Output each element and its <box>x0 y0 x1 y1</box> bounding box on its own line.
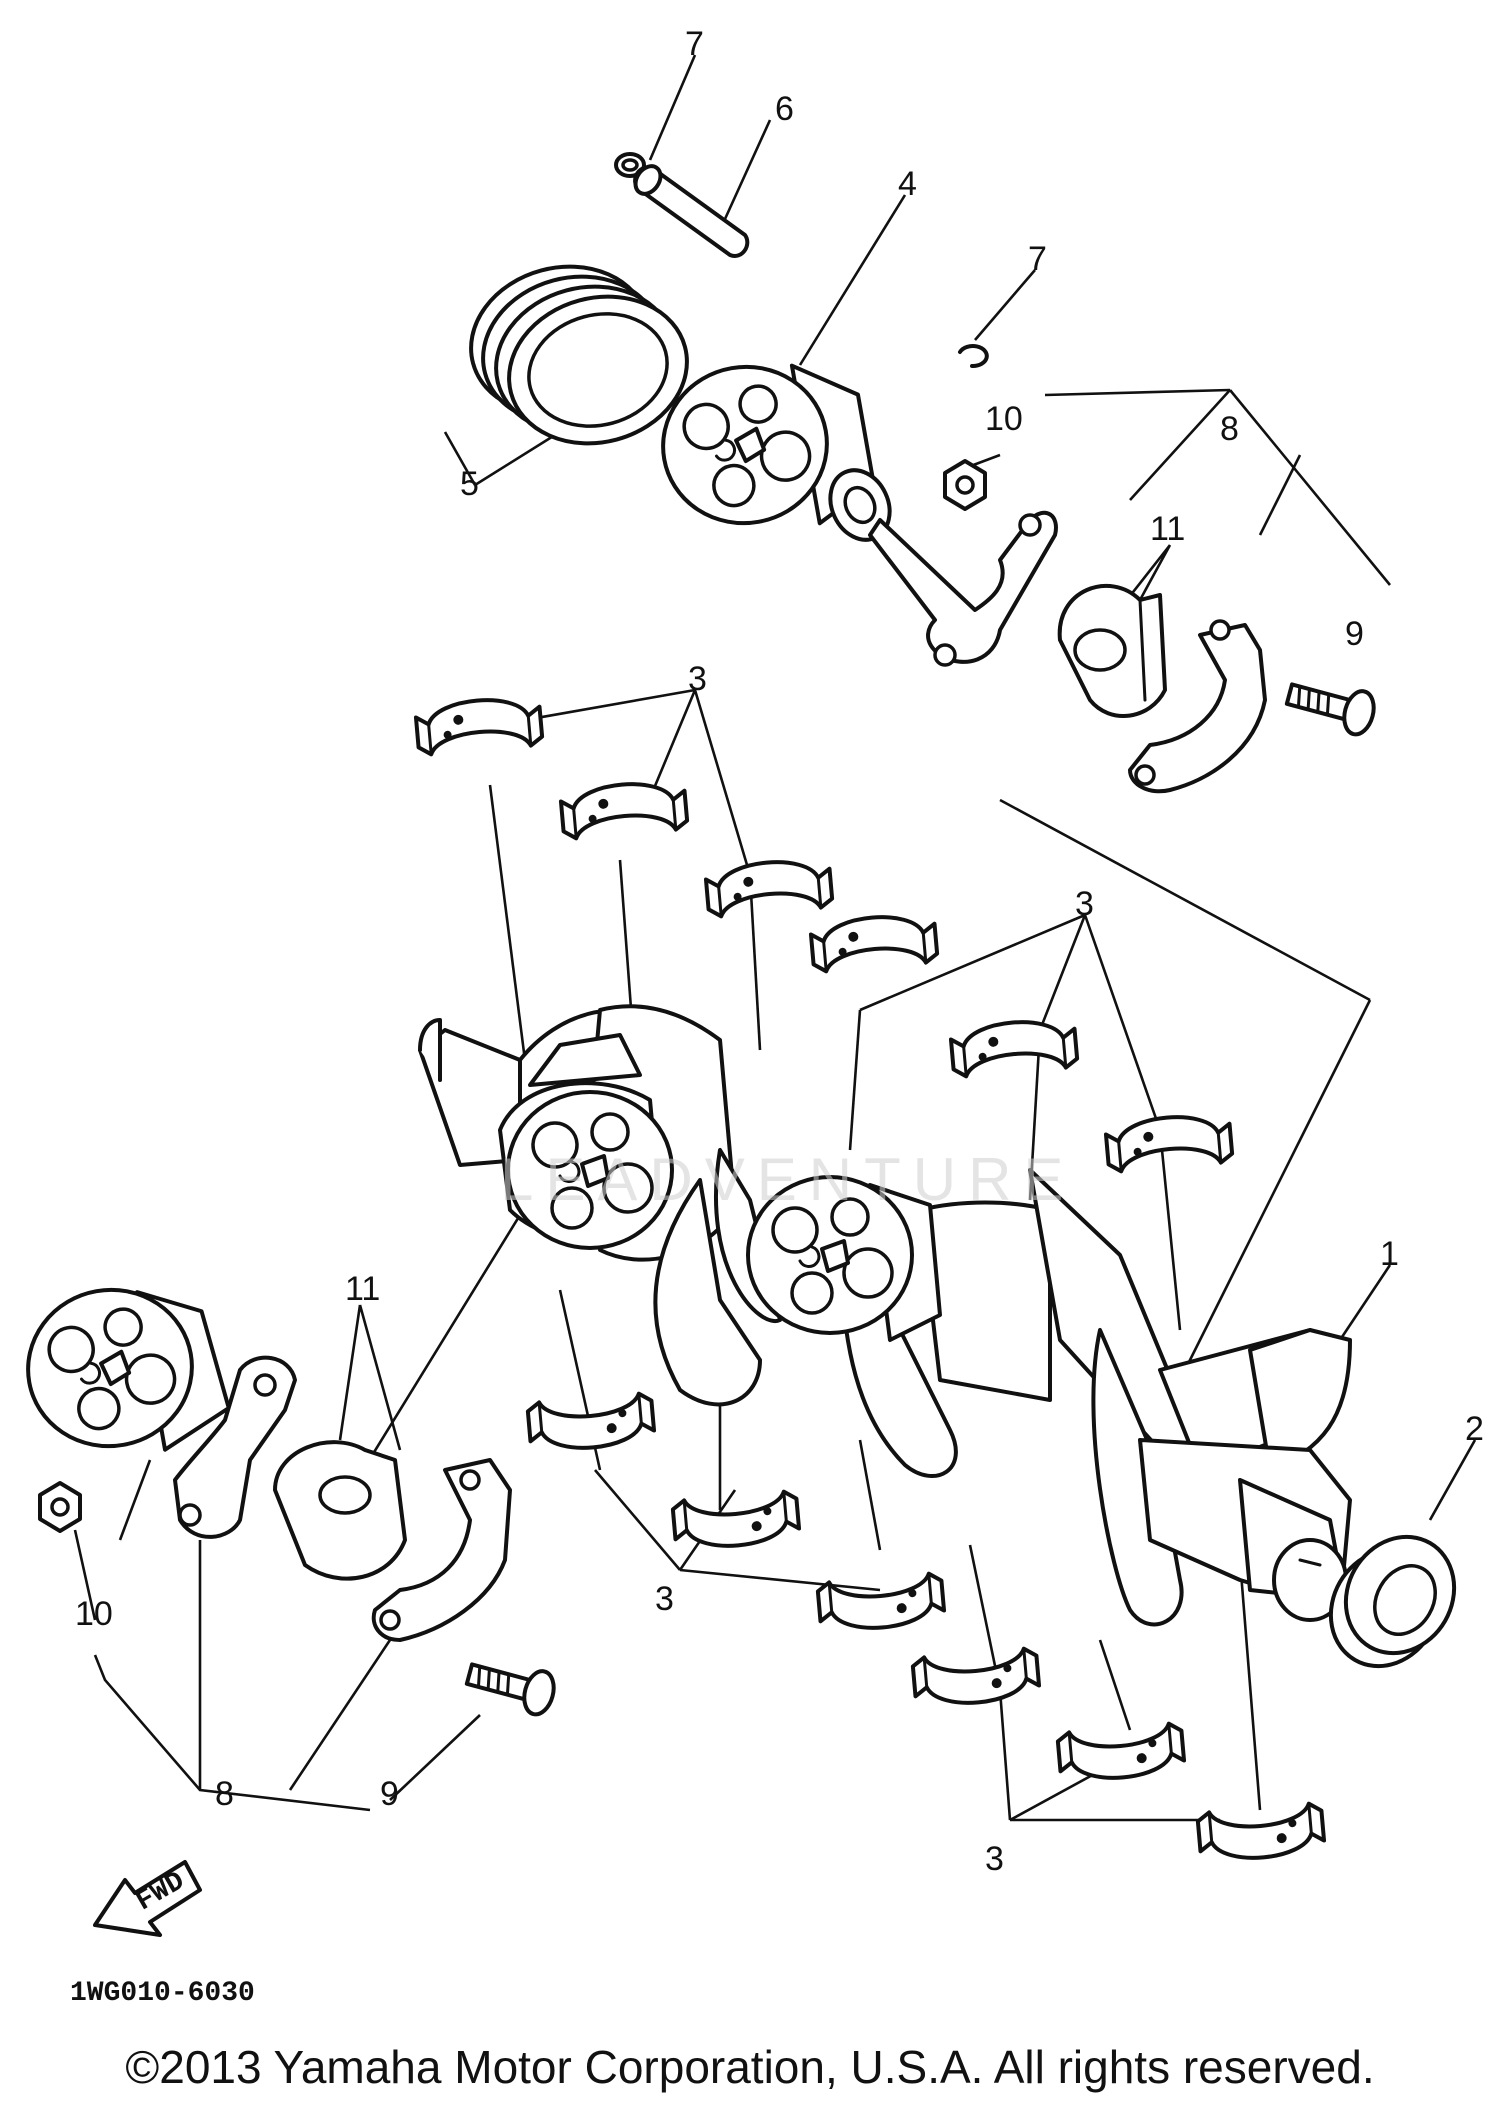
callout-10a: 10 <box>985 400 1023 438</box>
callout-11a: 11 <box>1150 510 1185 548</box>
callout-9b: 9 <box>380 1775 399 1813</box>
bearing-8 <box>670 1488 803 1553</box>
bearing-2 <box>557 777 690 842</box>
circlip-right <box>958 344 989 369</box>
bearing-shell-lower <box>273 1440 407 1581</box>
conrod-upper <box>828 468 1058 667</box>
piston-rear-cyl <box>498 1081 674 1250</box>
callout-3a: 3 <box>688 660 707 698</box>
bearing-12 <box>1195 1800 1328 1865</box>
callout-9a: 9 <box>1345 615 1364 653</box>
drawing-code: 1WG010-6030 <box>70 1978 255 2009</box>
bearing-1 <box>412 693 545 758</box>
conrod-cap-lower <box>371 1458 512 1642</box>
bearing-10 <box>910 1645 1043 1710</box>
bearing-6 <box>1102 1110 1235 1175</box>
upper-piston-assembly <box>469 152 1381 794</box>
leader-lines <box>73 54 1477 1822</box>
callout-3b: 3 <box>1075 885 1094 923</box>
bearing-11 <box>1055 1720 1188 1785</box>
conrod-cap-upper <box>1128 619 1267 794</box>
callout-7a: 7 <box>685 25 704 63</box>
callout-10b: 10 <box>75 1595 113 1633</box>
oil-seal <box>1328 1534 1457 1669</box>
callouts: 7 6 4 7 5 10 8 11 9 3 3 1 2 11 10 3 3 8 … <box>75 25 1484 1878</box>
copyright-notice: ©2013 Yamaha Motor Corporation, U.S.A. A… <box>125 2041 1375 2093</box>
bearing-7 <box>525 1390 658 1455</box>
callout-5: 5 <box>460 465 479 503</box>
cap-bolt-lower <box>461 1650 561 1720</box>
piston-pin <box>633 164 750 258</box>
piston-front-cyl <box>528 1033 642 1087</box>
piston-ring-set-upper <box>469 264 689 446</box>
piston-center-cyl <box>746 1175 942 1342</box>
bearing-3 <box>702 855 835 920</box>
bearing-4 <box>807 910 940 975</box>
bearing-shell-upper <box>1057 583 1167 718</box>
callout-8a: 8 <box>1220 410 1239 448</box>
callout-8b: 8 <box>215 1775 234 1813</box>
callout-3d: 3 <box>985 1840 1004 1878</box>
watermark-text: LEADVENTURE <box>500 1146 1075 1213</box>
lower-piston-assembly <box>13 1274 561 1720</box>
conrod-lower <box>173 1355 297 1539</box>
callout-11b: 11 <box>345 1270 380 1308</box>
piston-lower <box>13 1274 231 1462</box>
callout-6: 6 <box>775 90 794 128</box>
bearing-9 <box>815 1570 948 1635</box>
bearing-5 <box>947 1015 1080 1080</box>
callout-4: 4 <box>898 165 917 203</box>
callout-1: 1 <box>1380 1235 1399 1273</box>
callout-2: 2 <box>1465 1410 1484 1448</box>
nut-lower <box>38 1481 82 1533</box>
callout-3c: 3 <box>655 1580 674 1618</box>
fwd-arrow-icon: FWD <box>93 1860 202 1937</box>
cap-bolt-upper <box>1281 670 1381 740</box>
callout-7b: 7 <box>1028 240 1047 278</box>
nut-upper <box>943 459 987 511</box>
